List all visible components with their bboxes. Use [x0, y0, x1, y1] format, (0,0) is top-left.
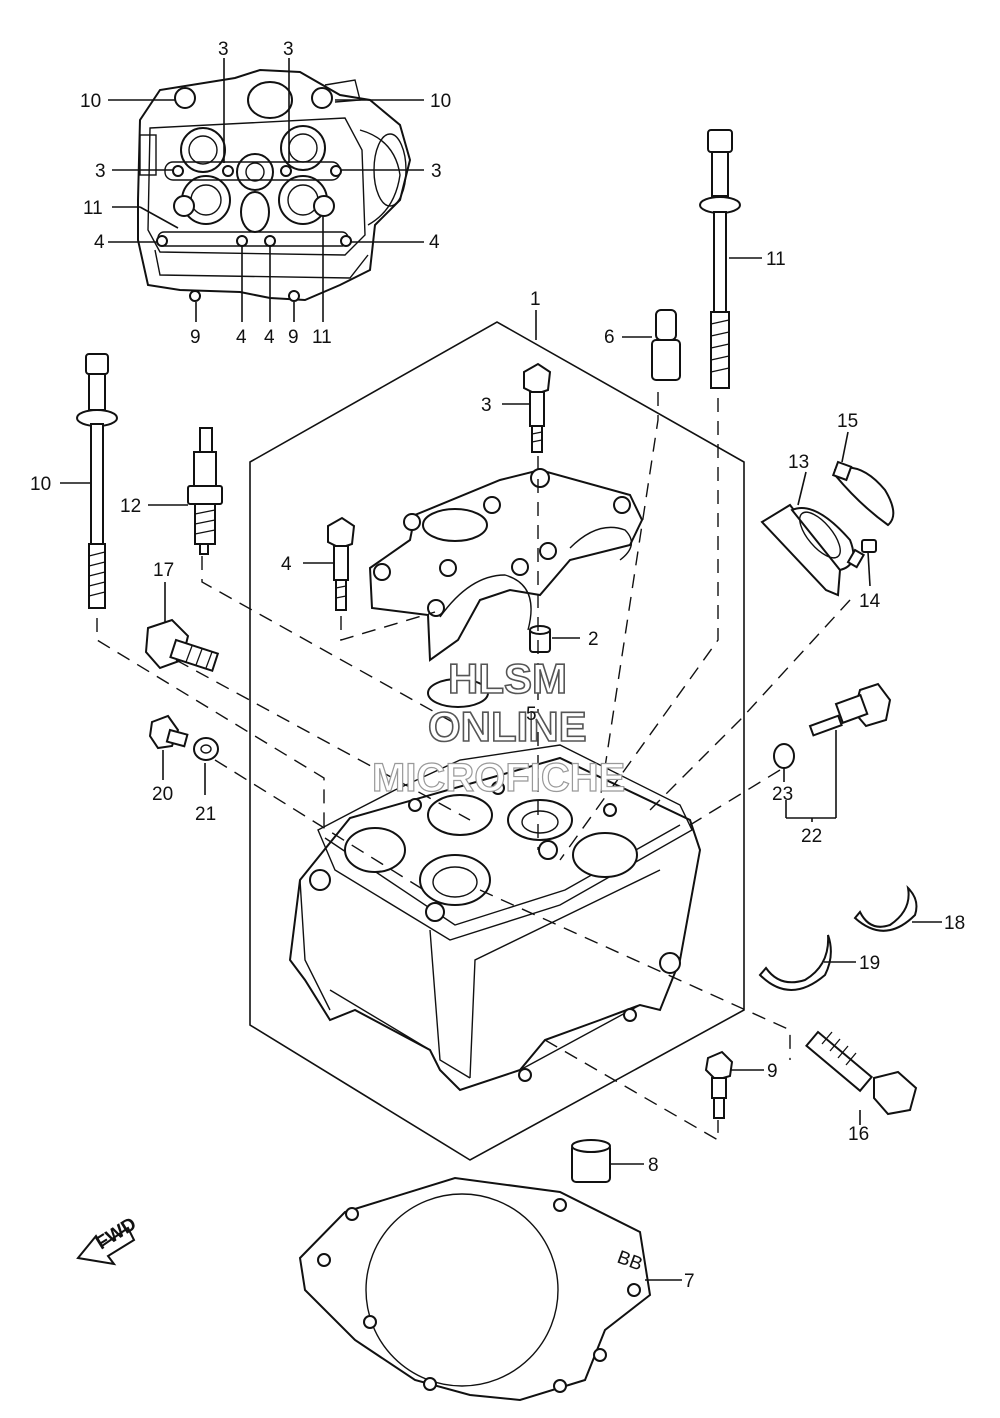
callout-inset-11-bottom: 11 [312, 327, 332, 348]
callout-part-10: 10 [30, 474, 51, 495]
intake-pipe-13 [760, 503, 855, 597]
callout-part-5: 5 [526, 704, 537, 725]
bolt-16 [805, 1030, 918, 1116]
fitting-6 [651, 309, 681, 381]
callout-part-6: 6 [604, 327, 615, 348]
alignment-lines [96, 392, 851, 1142]
callout-part-8: 8 [648, 1155, 659, 1176]
callout-part-23: 23 [772, 784, 793, 805]
shim-18 [853, 885, 918, 932]
washer-21 [193, 737, 219, 761]
callout-inset-10-right: 10 [430, 91, 451, 112]
watermark-line-1: HLSM [448, 655, 567, 702]
gasket-7: BB [298, 1176, 652, 1402]
callout-part-15: 15 [837, 411, 858, 432]
watermark-line-2: ONLINE [428, 703, 587, 750]
callout-part-20: 20 [152, 784, 173, 805]
callout-part-22: 22 [801, 826, 822, 847]
dowel-8 [571, 1139, 611, 1183]
callout-inset-3-right: 3 [431, 161, 442, 182]
inset-leader-lines [108, 58, 424, 322]
o-ring-5 [427, 678, 489, 708]
callout-part-17: 17 [153, 560, 174, 581]
callout-part-1: 1 [530, 289, 541, 310]
callout-part-13: 13 [788, 452, 809, 473]
callout-inset-3-top-b: 3 [283, 39, 294, 60]
camshaft-holder [368, 468, 644, 662]
callout-part-14: 14 [859, 591, 881, 612]
callout-labels: 10 10 3 3 3 3 11 4 4 9 4 4 9 11 1 2 3 4 … [30, 39, 965, 1292]
callout-inset-11-left: 11 [83, 198, 103, 219]
callout-inset-4-left: 4 [94, 232, 105, 253]
bolt-17 [144, 618, 220, 672]
callout-part-4: 4 [281, 554, 292, 575]
callout-inset-9-b: 9 [288, 327, 299, 348]
callout-inset-9-a: 9 [190, 327, 201, 348]
callout-part-16: 16 [848, 1124, 869, 1145]
bolt-4 [327, 516, 356, 611]
clamp-15 [831, 460, 895, 527]
callout-part-2: 2 [588, 629, 599, 650]
bolt-20 [148, 714, 189, 750]
top-view-inset [137, 68, 412, 302]
long-bolt-10 [76, 353, 118, 609]
callout-part-11: 11 [766, 249, 786, 270]
callout-part-12: 12 [120, 496, 141, 517]
temp-sensor-22 [808, 682, 892, 737]
callout-inset-3-left: 3 [95, 161, 106, 182]
callout-part-7: 7 [684, 1271, 695, 1292]
screw-14 [846, 539, 877, 569]
callout-inset-4-bottom-b: 4 [264, 327, 275, 348]
watermark-line-3: MICROFICHE [372, 756, 625, 800]
callout-part-3: 3 [481, 395, 492, 416]
spark-plug-12 [187, 427, 223, 555]
callout-inset-10-left: 10 [80, 91, 101, 112]
callout-part-18: 18 [944, 913, 965, 934]
bolt-3 [523, 362, 552, 453]
o-ring-23 [773, 743, 795, 769]
callout-part-19: 19 [859, 953, 880, 974]
callout-inset-3-top-a: 3 [218, 39, 229, 60]
callout-part-21: 21 [195, 804, 216, 825]
watermark: HLSM ONLINE MICROFICHE [371, 654, 626, 800]
callout-part-9: 9 [767, 1061, 778, 1082]
shim-19 [758, 934, 832, 991]
leader-lines [60, 257, 942, 1281]
long-bolt-11 [699, 129, 741, 389]
bolt-9 [704, 1050, 734, 1119]
callout-inset-4-right: 4 [429, 232, 440, 253]
callout-inset-4-bottom-a: 4 [236, 327, 247, 348]
assembly-outline [249, 321, 745, 1161]
fwd-arrow-icon: FWD [76, 1214, 140, 1266]
dowel-pin-2 [529, 625, 551, 653]
